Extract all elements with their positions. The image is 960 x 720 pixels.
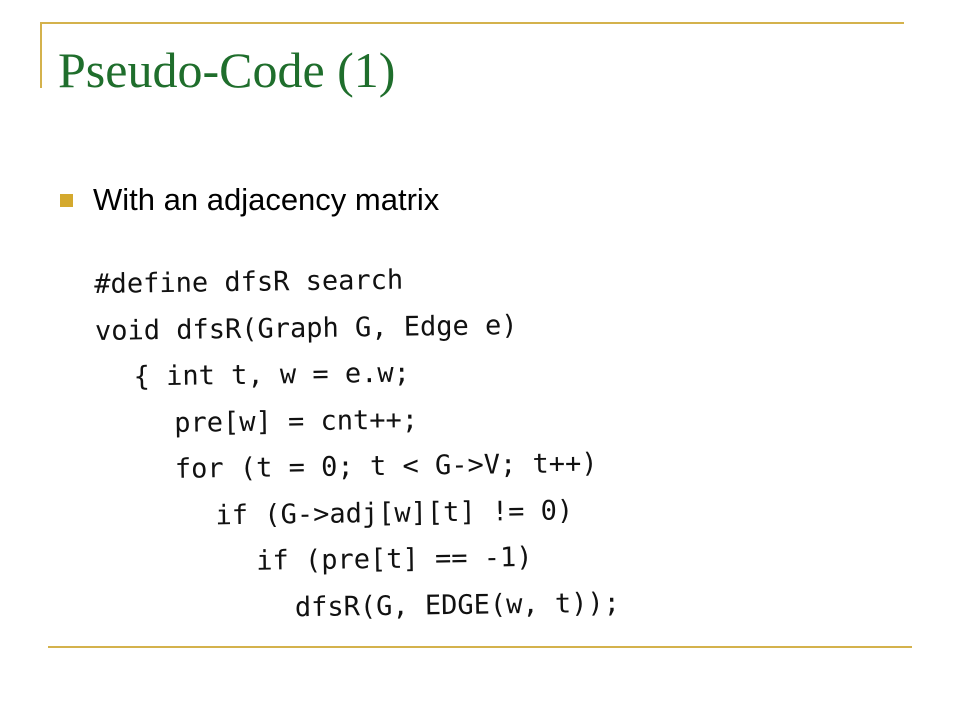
frame-left-line [40, 22, 42, 88]
square-bullet-icon [60, 193, 73, 207]
code-line: dfsR(G, EDGE(w, t)); [294, 587, 621, 623]
bullet-text: With an adjacency matrix [93, 182, 440, 217]
frame-bottom-line [48, 646, 912, 648]
frame-top-line [40, 22, 904, 24]
slide-title: Pseudo-Code (1) [58, 42, 396, 98]
bullet-item: With an adjacency matrix [60, 178, 439, 222]
code-block: #define dfsR search void dfsR(Graph G, E… [94, 253, 739, 634]
